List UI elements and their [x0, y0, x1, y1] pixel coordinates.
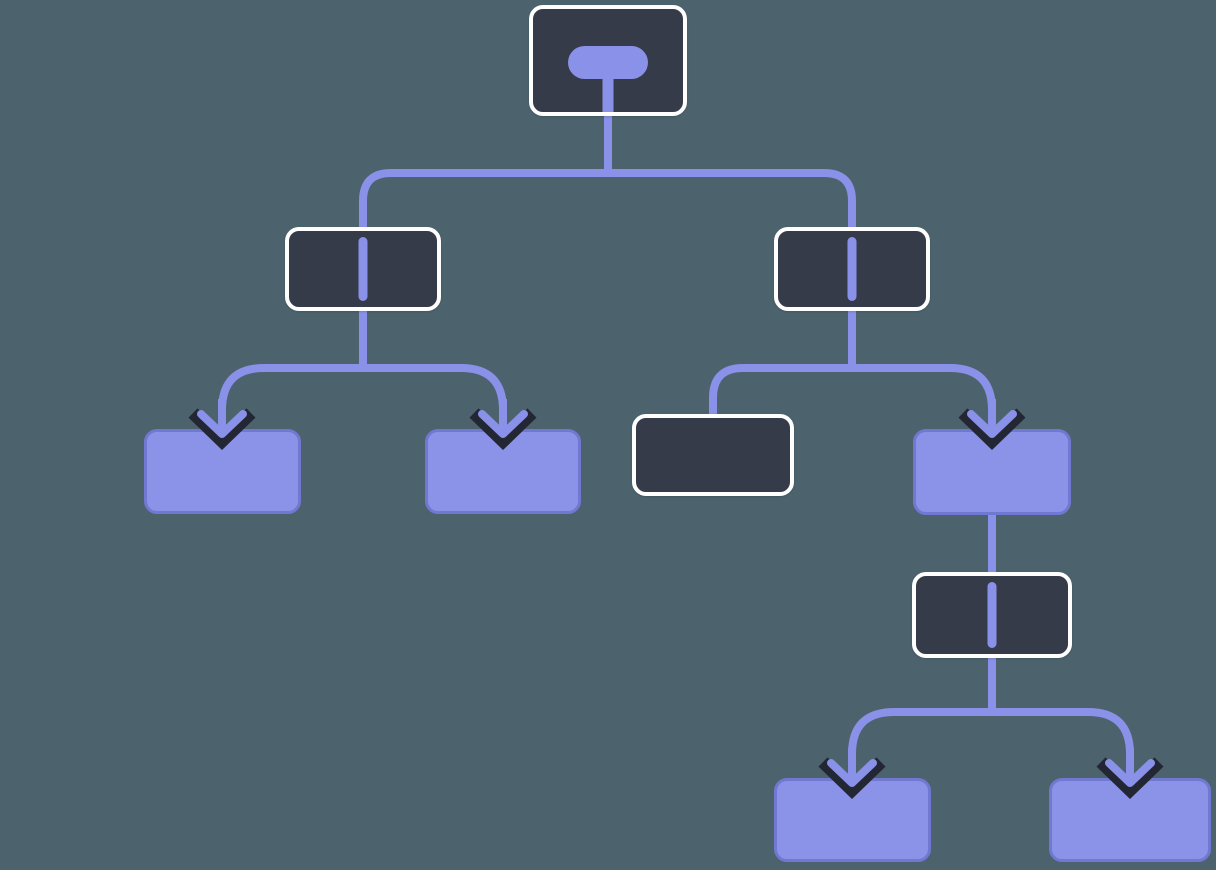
arrow-leaf-5 — [1096, 748, 1164, 800]
root-pill-icon — [568, 46, 648, 79]
chevron-down-icon — [1096, 757, 1164, 800]
vertical-bar-icon — [358, 237, 368, 301]
arrow-leaf-1 — [188, 399, 256, 451]
connector-bottom-rail — [848, 708, 1134, 760]
arrow-leaf-4 — [818, 748, 886, 800]
arrow-leaf-2 — [469, 399, 537, 451]
flow-node-root[interactable] — [529, 5, 687, 116]
flow-node-step-dark[interactable] — [632, 414, 794, 496]
flow-node-branch-right[interactable] — [774, 227, 930, 311]
vertical-bar-icon — [847, 237, 857, 301]
vertical-bar-icon — [987, 582, 997, 648]
chevron-down-icon — [188, 408, 256, 451]
connector-left-rail — [218, 364, 507, 414]
arrow-leaf-3 — [958, 399, 1026, 451]
chevron-down-icon — [818, 757, 886, 800]
arrowhead-icon — [827, 759, 877, 787]
chevron-down-icon — [469, 408, 537, 451]
root-pill-stem-icon — [602, 75, 614, 112]
connector-right-rail — [709, 364, 996, 416]
chevron-down-icon — [958, 408, 1026, 451]
arrowhead-icon — [478, 410, 528, 438]
connector-top-rail — [359, 169, 856, 229]
arrowhead-icon — [197, 410, 247, 438]
arrowhead-icon — [967, 410, 1017, 438]
flow-node-branch-left[interactable] — [285, 227, 441, 311]
arrowhead-icon — [1105, 759, 1155, 787]
flow-node-branch-bottom[interactable] — [912, 572, 1072, 658]
